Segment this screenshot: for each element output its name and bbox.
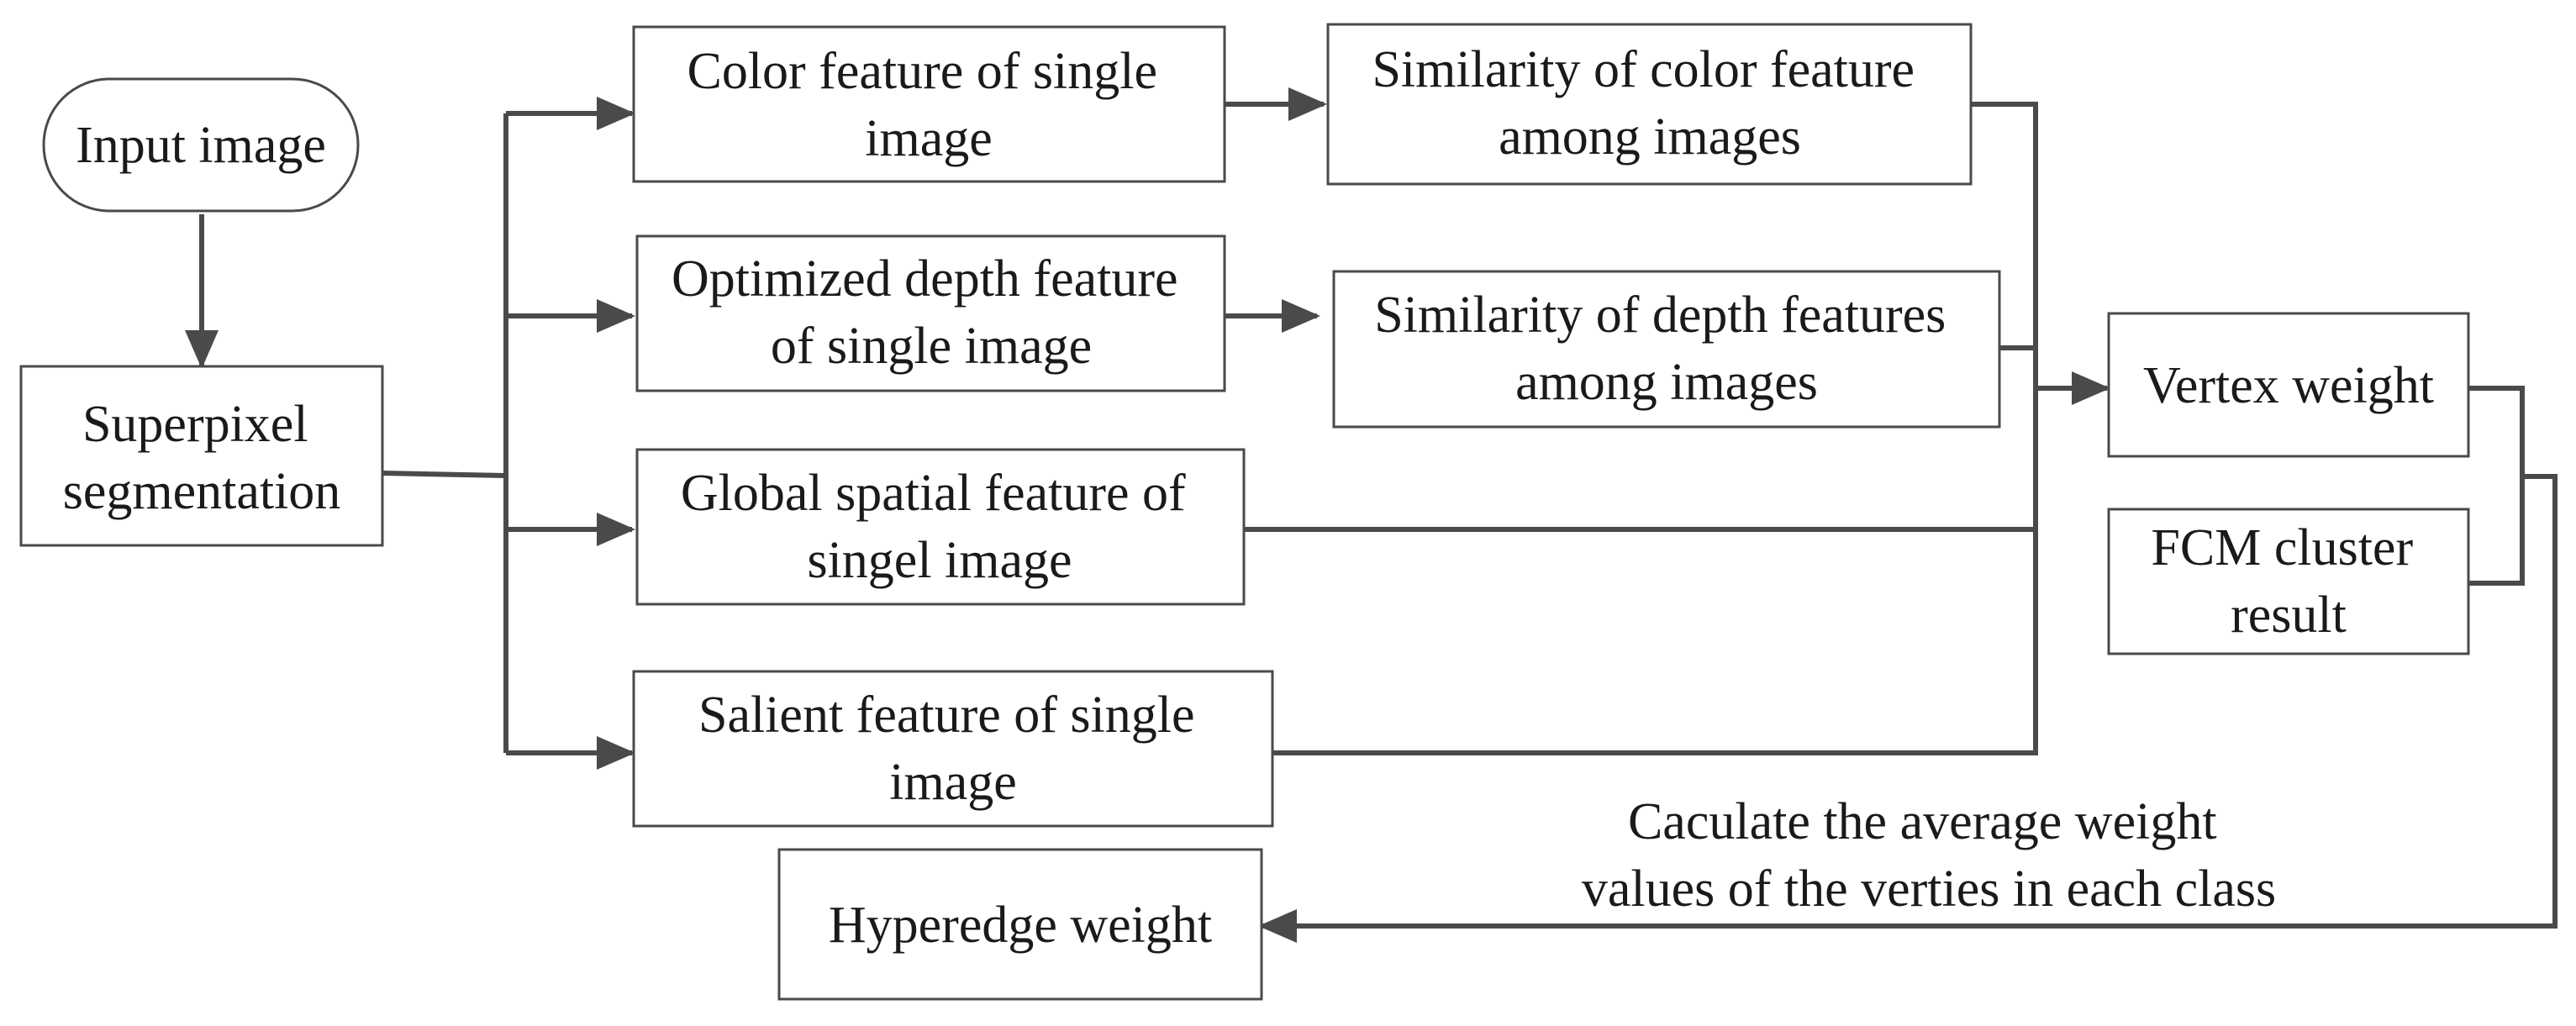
node-color-similarity: Similarity of color feature among images [1326, 23, 1973, 186]
node-salient-feature-shape [632, 670, 1274, 828]
node-salient-feature-line-2: image [889, 754, 1017, 811]
node-spatial-feature: Global spatial feature of singel image [635, 448, 1246, 606]
node-input-image-line-1: Input image [76, 117, 326, 174]
edge-merge-to-hyperedge-weight [1258, 474, 2558, 943]
node-depth-similarity-line-2: among images [1515, 354, 1818, 411]
node-depth-similarity-label: Similarity of depth features among image… [1374, 287, 1959, 411]
node-depth-feature: Optimized depth feature of single image [635, 234, 1226, 392]
node-spatial-feature-shape [635, 448, 1246, 606]
node-spatial-feature-line-1: Global spatial feature of [681, 465, 1186, 522]
node-hyperedge-weight-line-1: Hyperedge weight [829, 897, 1212, 954]
node-superpixel-segmentation-line-2: segmentation [63, 463, 341, 520]
node-color-feature-label: Color feature of single image [687, 43, 1170, 167]
node-salient-feature-line-1: Salient feature of single [698, 687, 1195, 744]
node-input-image-shape [42, 77, 360, 213]
node-depth-feature-shape [635, 234, 1226, 392]
node-fcm-result-label: FCM cluster result [2151, 519, 2426, 644]
node-depth-feature-line-2: of single image [771, 318, 1092, 375]
node-vertex-weight-line-1: Vertex weight [2143, 357, 2434, 414]
node-input-image-label: Input image [76, 117, 326, 174]
edge-note-line-1: Caculate the average weight [1628, 793, 2217, 850]
node-spatial-feature-line-2: singel image [807, 532, 1072, 589]
node-color-feature-line-1: Color feature of single [687, 43, 1157, 100]
node-depth-similarity-line-1: Similarity of depth features [1374, 287, 1946, 344]
node-color-similarity-label: Similarity of color feature among images [1372, 41, 1927, 166]
node-fcm-result-shape [2107, 508, 2470, 655]
node-superpixel-segmentation: Superpixel segmentation [19, 365, 384, 547]
node-depth-similarity: Similarity of depth features among image… [1332, 270, 2001, 429]
node-salient-feature: Salient feature of single image [632, 670, 1274, 828]
node-color-feature-shape [632, 25, 1226, 183]
node-fcm-result: FCM cluster result [2107, 508, 2470, 655]
node-superpixel-segmentation-label: Superpixel segmentation [63, 396, 341, 520]
edge-superpixel-to-branch [382, 471, 507, 478]
node-superpixel-segmentation-shape [19, 365, 384, 547]
node-vertex-weight-shape [2107, 312, 2470, 458]
edge-vertex-weight-to-merge [2468, 386, 2525, 586]
node-color-feature-line-2: image [865, 110, 993, 167]
node-color-similarity-line-2: among images [1499, 108, 1801, 166]
node-spatial-feature-label: Global spatial feature of singel image [681, 465, 1198, 589]
edge-color-similarity-to-collector [1971, 102, 2038, 388]
node-vertex-weight-label: Vertex weight [2143, 357, 2434, 414]
node-hyperedge-weight: Hyperedge weight [777, 848, 1263, 1001]
node-vertex-weight: Vertex weight [2107, 312, 2470, 458]
node-color-feature: Color feature of single image [632, 25, 1226, 183]
node-superpixel-segmentation-line-1: Superpixel [82, 396, 308, 453]
node-depth-feature-line-1: Optimized depth feature [672, 250, 1178, 308]
connectors [185, 87, 2558, 943]
node-input-image: Input image [42, 77, 360, 213]
node-depth-feature-label: Optimized depth feature of single image [672, 250, 1191, 375]
node-hyperedge-weight-shape [777, 848, 1263, 1001]
edge-note-line-2: values of the verties in each class [1582, 860, 2276, 918]
node-fcm-result-line-1: FCM cluster [2151, 519, 2413, 576]
node-depth-similarity-shape [1332, 270, 2001, 429]
node-color-similarity-shape [1326, 23, 1973, 186]
edge-salient-feature-to-collector [1272, 388, 2038, 755]
node-hyperedge-weight-label: Hyperedge weight [829, 897, 1212, 954]
node-salient-feature-label: Salient feature of single image [698, 687, 1208, 811]
edge-note-average-weight: Caculate the average weight values of th… [1582, 793, 2276, 918]
node-fcm-result-line-2: result [2231, 587, 2347, 644]
node-color-similarity-line-1: Similarity of color feature [1372, 41, 1915, 98]
